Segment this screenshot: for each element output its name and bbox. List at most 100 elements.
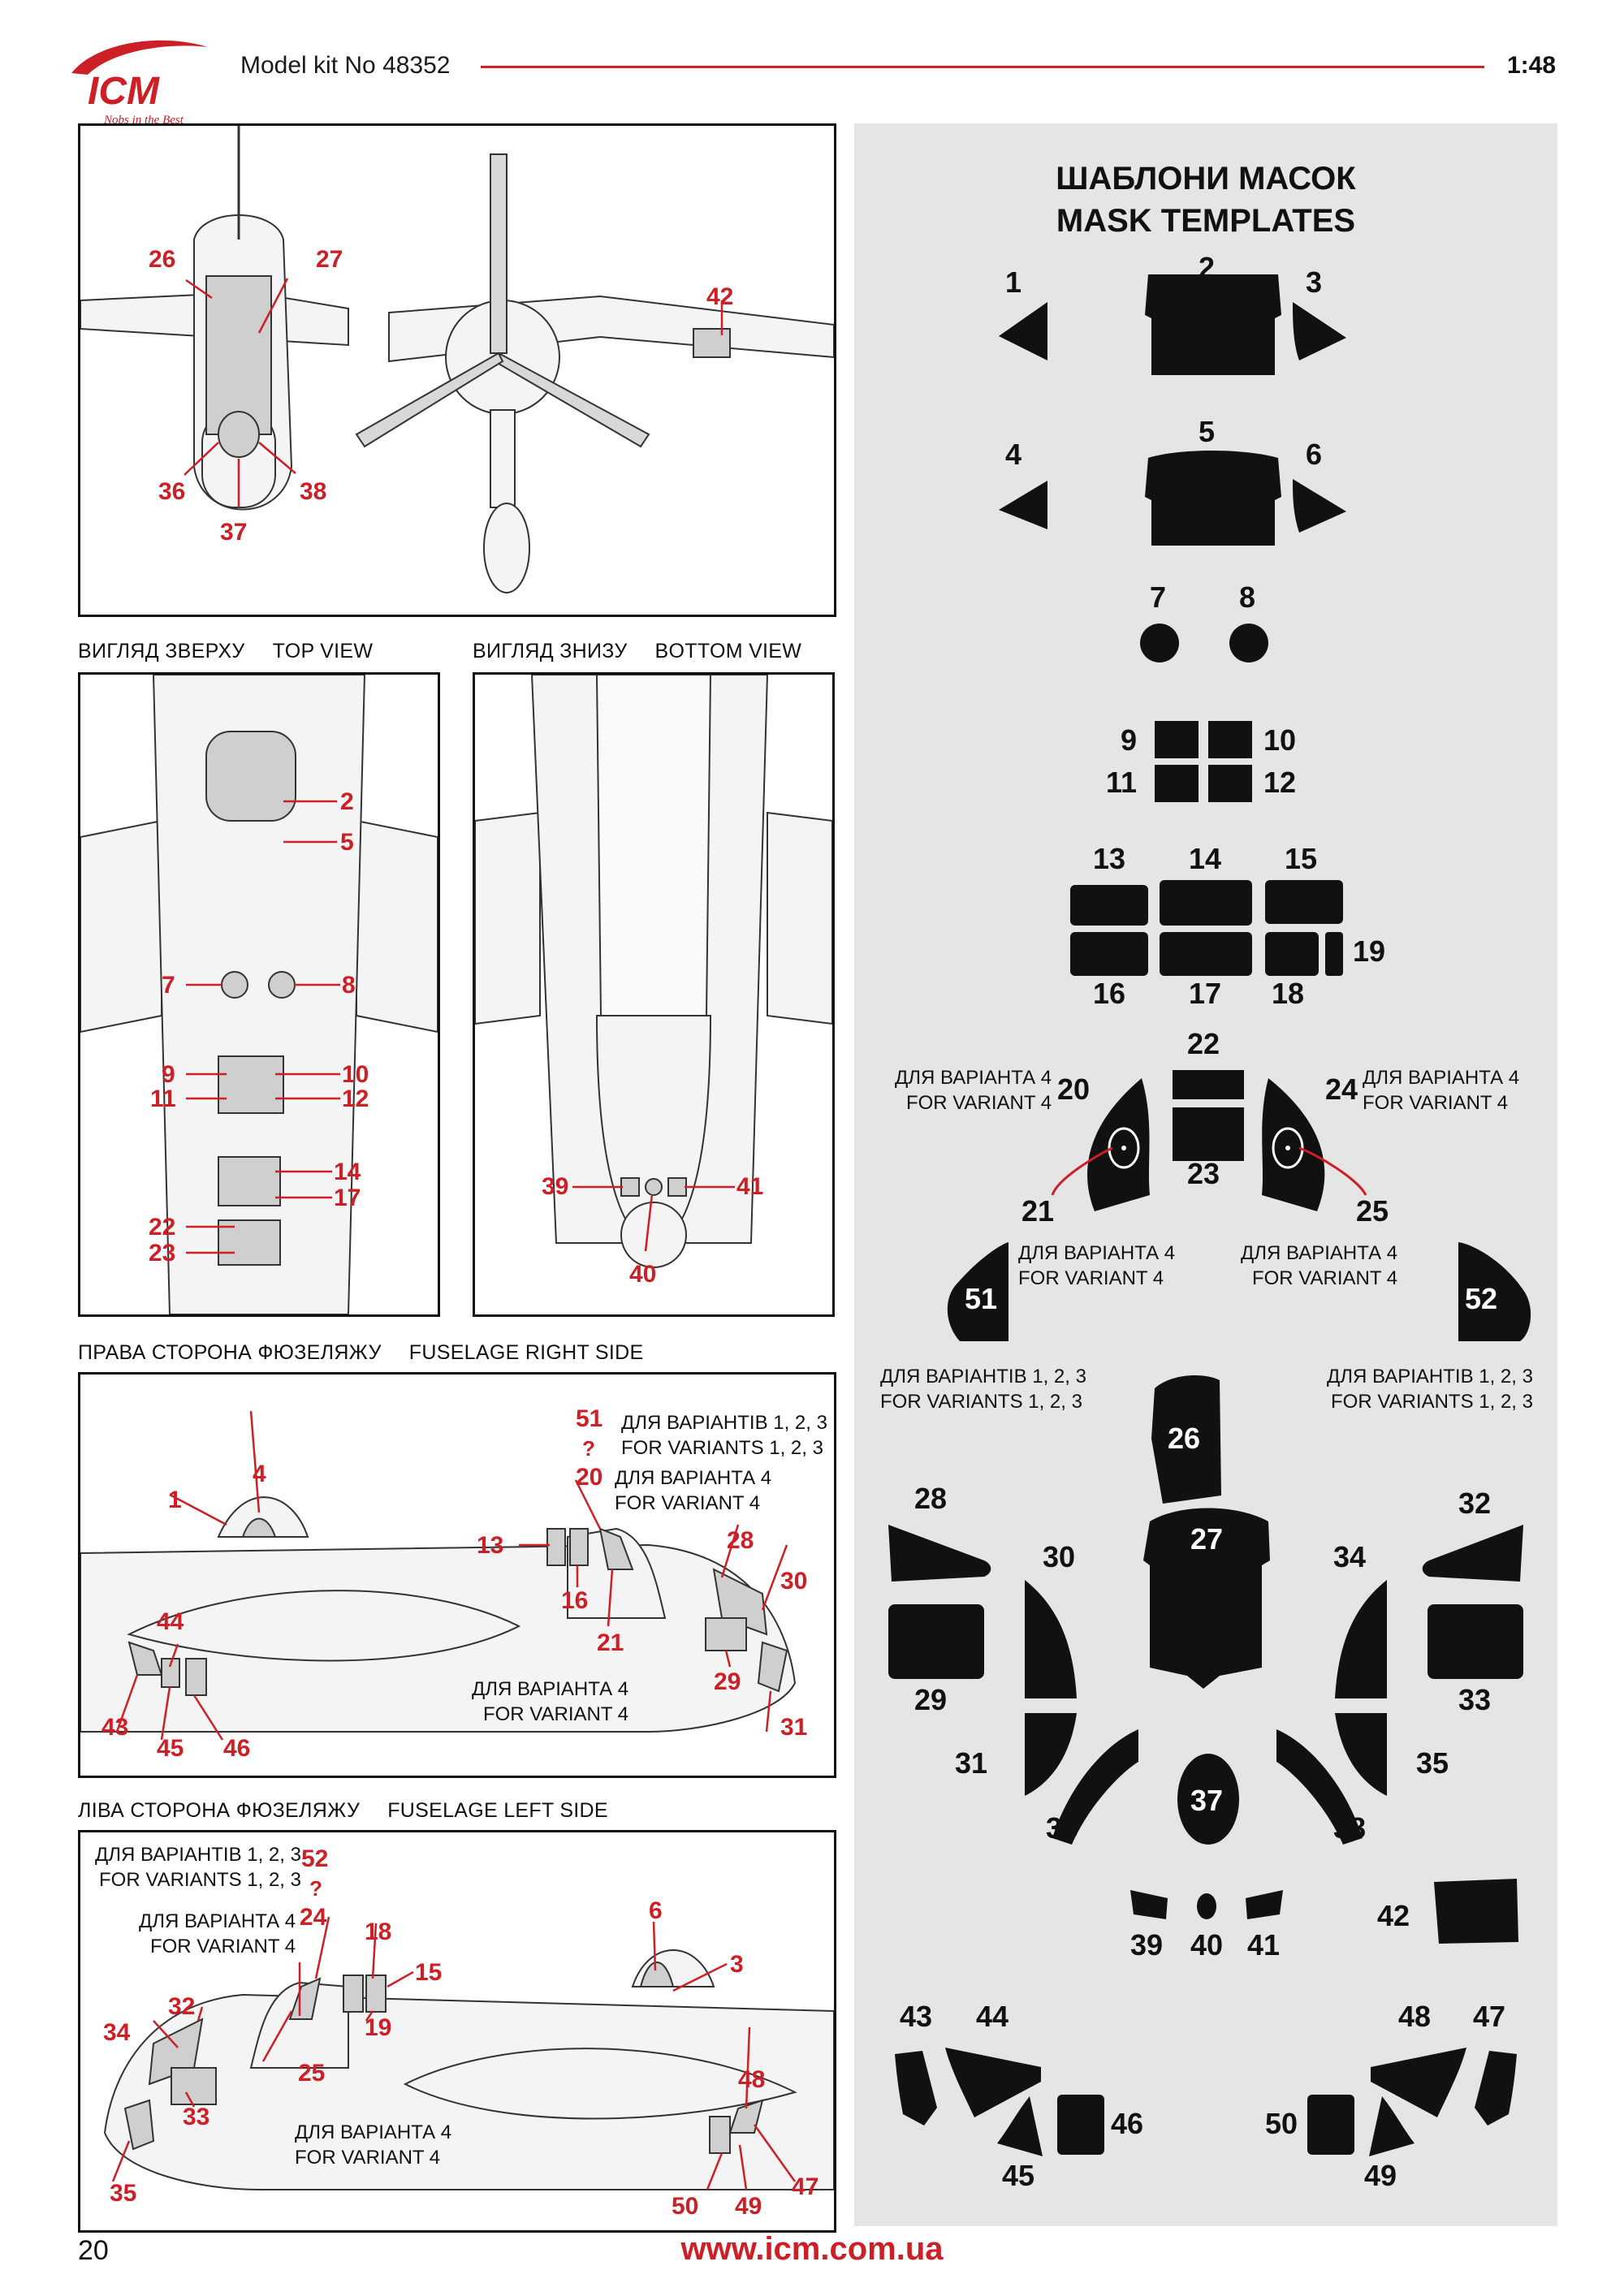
left-callout-35: 35 xyxy=(110,2180,137,2207)
left-callout-47: 47 xyxy=(792,2173,819,2200)
mask-note-51-en: FOR VARIANTS 1, 2, 3 xyxy=(880,1391,1082,1413)
left-callout-33: 33 xyxy=(183,2104,210,2130)
mask-num-34: 34 xyxy=(1333,1540,1367,1573)
page-number: 20 xyxy=(78,2235,109,2266)
mask-num-23: 23 xyxy=(1187,1157,1220,1190)
caption-right-en: FUSELAGE RIGHT SIDE xyxy=(408,1341,644,1364)
mask-18 xyxy=(1265,932,1319,976)
mask-num-26: 26 xyxy=(1168,1422,1201,1455)
right-note-v4-top-en: FOR VARIANT 4 xyxy=(615,1492,761,1515)
mask-50 xyxy=(1307,2095,1354,2155)
mask-title: ШАБЛОНИ МАСОК MASK TEMPLATES xyxy=(854,158,1557,242)
mask-9 xyxy=(1155,721,1199,758)
mask-52 xyxy=(1458,1242,1531,1341)
kit-scale: 1:48 xyxy=(1506,52,1556,79)
top-callout-7: 7 xyxy=(162,972,175,999)
left-callout-15: 15 xyxy=(415,1959,443,1986)
mask-num-20: 20 xyxy=(1057,1072,1091,1106)
mask-note-24-en: FOR VARIANT 4 xyxy=(1363,1092,1509,1115)
right-callout-51: 51 xyxy=(576,1405,603,1432)
top-callout-17: 17 xyxy=(334,1185,361,1211)
left-callout-32: 32 xyxy=(168,1993,196,2020)
mask-num-51: 51 xyxy=(965,1282,998,1315)
mask-note-24-ua: ДЛЯ ВАРІАНТА 4 xyxy=(1363,1067,1520,1089)
mask-num-42: 42 xyxy=(1377,1899,1410,1932)
mask-8 xyxy=(1229,624,1268,662)
mask-note-20: ДЛЯ ВАРІАНТА 4 FOR VARIANT 4 xyxy=(895,1065,1052,1116)
mask-26 xyxy=(1151,1375,1221,1504)
top-callout-8: 8 xyxy=(342,972,356,999)
left-callout-3: 3 xyxy=(730,1951,744,1978)
mask-num-17: 17 xyxy=(1189,977,1222,1010)
right-note-v4-bottom-en: FOR VARIANT 4 xyxy=(482,1703,629,1726)
left-callout-18: 18 xyxy=(365,1918,392,1945)
mask-51 xyxy=(947,1242,1009,1341)
mask-40 xyxy=(1197,1893,1216,1919)
mask-22 xyxy=(1173,1070,1244,1099)
mask-num-39: 39 xyxy=(1130,1928,1164,1962)
caption-bottom-ua: ВИГЛЯД ЗНИЗУ xyxy=(473,640,628,662)
mask-templates-panel: ШАБЛОНИ МАСОК MASK TEMPLATES xyxy=(854,123,1557,2226)
left-note-v123-en: FOR VARIANTS 1, 2, 3 xyxy=(99,1869,301,1892)
mask-47 xyxy=(1475,2051,1517,2126)
kit-title: Model kit No 48352 xyxy=(240,52,451,79)
right-note-v4-bottom: ДЛЯ ВАРІАНТА 4 FOR VARIANT 4 xyxy=(472,1677,628,1727)
mask-num-22: 22 xyxy=(1187,1027,1220,1060)
mask-note-51: ДЛЯ ВАРІАНТІВ 1, 2, 3 FOR VARIANTS 1, 2,… xyxy=(880,1364,1086,1414)
mask-num-25: 25 xyxy=(1356,1194,1389,1228)
front-callout-42: 42 xyxy=(706,283,734,310)
right-question-mark: ? xyxy=(582,1436,595,1461)
mask-num-31: 31 xyxy=(955,1746,988,1780)
mask-3 xyxy=(1293,302,1346,360)
right-callout-21: 21 xyxy=(597,1629,624,1656)
mask-13 xyxy=(1070,885,1148,926)
front-callout-37: 37 xyxy=(220,519,248,546)
mask-48 xyxy=(1371,2048,1466,2117)
mask-shapes xyxy=(888,274,1531,2156)
mask-16 xyxy=(1070,932,1148,976)
front-callout-27: 27 xyxy=(316,246,343,273)
right-note-v4-top-ua: ДЛЯ ВАРІАНТА 4 xyxy=(615,1467,772,1489)
mask-num-2: 2 xyxy=(1199,251,1216,284)
mask-note-21-en: FOR VARIANT 4 xyxy=(1018,1267,1164,1290)
mask-num-15: 15 xyxy=(1285,842,1318,875)
left-note-v4-top-ua: ДЛЯ ВАРІАНТА 4 xyxy=(139,1910,296,1932)
icm-logo: ICM Nobs in the Best xyxy=(63,24,218,130)
mask-num-32: 32 xyxy=(1458,1487,1492,1520)
mask-num-9: 9 xyxy=(1121,723,1138,757)
left-callout-25: 25 xyxy=(298,2060,326,2087)
left-callout-34: 34 xyxy=(103,2019,131,2046)
mask-num-7: 7 xyxy=(1150,580,1167,614)
caption-left-ua: ЛІВА СТОРОНА ФЮЗЕЛЯЖУ xyxy=(78,1799,361,1822)
website-link[interactable]: www.icm.com.ua xyxy=(680,2231,944,2267)
front-callout-38: 38 xyxy=(300,478,327,505)
right-note-v123-ua: ДЛЯ ВАРІАНТІВ 1, 2, 3 xyxy=(621,1412,827,1434)
mask-num-11: 11 xyxy=(1106,766,1138,799)
caption-left-en: FUSELAGE LEFT SIDE xyxy=(387,1799,608,1822)
mask-38 xyxy=(1276,1729,1363,1845)
left-callout-48: 48 xyxy=(738,2066,766,2093)
mask-32 xyxy=(1422,1525,1523,1582)
top-view-drawing xyxy=(80,675,438,1314)
mask-num-38: 38 xyxy=(1333,1811,1367,1845)
top-callout-9: 9 xyxy=(162,1061,175,1088)
left-note-v123: ДЛЯ ВАРІАНТІВ 1, 2, 3 FOR VARIANTS 1, 2,… xyxy=(95,1842,301,1892)
mask-num-48: 48 xyxy=(1398,2000,1432,2033)
caption-left-side: ЛІВА СТОРОНА ФЮЗЕЛЯЖУ FUSELAGE LEFT SIDE xyxy=(78,1799,636,1823)
mask-num-28: 28 xyxy=(914,1482,948,1515)
mask-27 xyxy=(1143,1508,1270,1689)
mask-43 xyxy=(895,2051,937,2126)
right-side-drawing xyxy=(80,1410,797,1741)
bottom-view-panel: 39 41 40 xyxy=(473,672,835,1317)
left-side-panel: ДЛЯ ВАРІАНТІВ 1, 2, 3 FOR VARIANTS 1, 2,… xyxy=(78,1830,836,2233)
left-note-v4-bottom-en: FOR VARIANT 4 xyxy=(295,2147,441,2169)
mask-note-20-ua: ДЛЯ ВАРІАНТА 4 xyxy=(895,1067,1052,1089)
mask-39 xyxy=(1130,1890,1168,1919)
right-callout-16: 16 xyxy=(561,1587,589,1614)
mask-num-45: 45 xyxy=(1002,2159,1035,2192)
mask-49 xyxy=(1369,2096,1415,2156)
mask-23 xyxy=(1173,1107,1244,1161)
top-callout-2: 2 xyxy=(340,788,354,815)
mask-note-25: ДЛЯ ВАРІАНТА 4 FOR VARIANT 4 xyxy=(1241,1241,1397,1291)
